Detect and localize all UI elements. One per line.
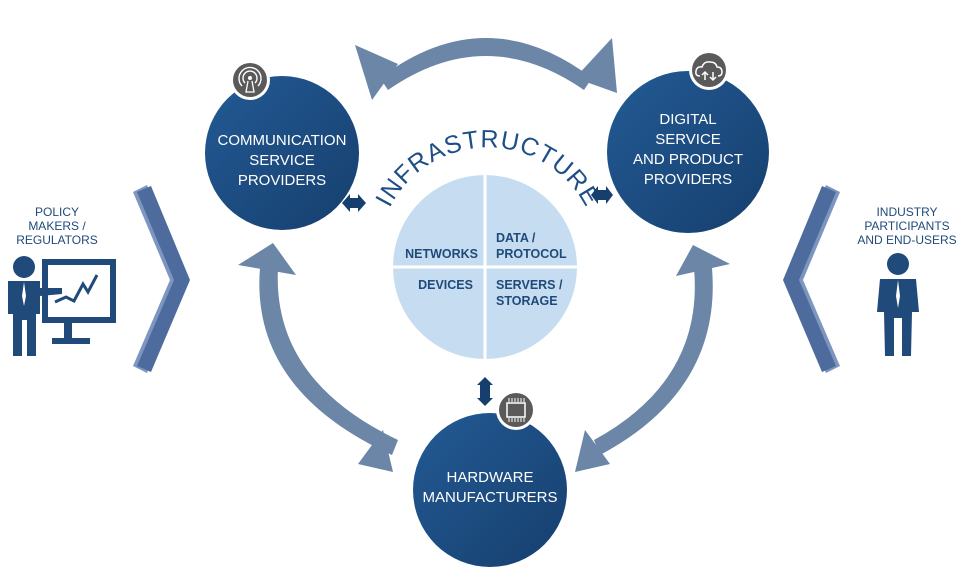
chevron-left-icon	[783, 185, 840, 373]
quadrant-servers-storage: SERVERS / STORAGE	[496, 278, 563, 308]
node-communication-label: COMMUNICATION SERVICE PROVIDERS	[217, 132, 347, 189]
connector-communication-infrastructure	[342, 194, 366, 212]
connector-hardware-infrastructure	[477, 377, 493, 406]
node-hardware-label: HARDWARE MANUFACTURERS	[422, 469, 558, 506]
arrow-communication-hardware	[238, 243, 398, 472]
quadrant-networks: NETWORKS	[405, 247, 478, 261]
left-actor-label: POLICY MAKERS / REGULATORS	[16, 205, 98, 247]
chip-icon	[496, 390, 536, 430]
chevron-right-icon	[133, 185, 190, 373]
node-communication	[205, 76, 359, 230]
arrow-digital-hardware	[575, 245, 730, 472]
quadrant-devices: DEVICES	[418, 278, 473, 292]
cloud-transfer-icon	[689, 50, 729, 90]
antenna-icon	[230, 60, 270, 100]
node-digital	[607, 71, 769, 233]
right-actor-label: INDUSTRY PARTICIPANTS AND END-USERS	[857, 205, 957, 247]
businessman-icon	[877, 253, 919, 356]
infrastructure-pie	[393, 175, 577, 359]
quadrant-data-protocol: DATA / PROTOCOL	[496, 231, 567, 261]
arrow-communication-digital	[355, 38, 617, 100]
connector-digital-infrastructure	[591, 186, 613, 204]
node-hardware	[413, 413, 567, 567]
node-digital-label: DIGITAL SERVICE AND PRODUCT PROVIDERS	[632, 111, 743, 188]
presenter-board-icon	[8, 256, 116, 356]
